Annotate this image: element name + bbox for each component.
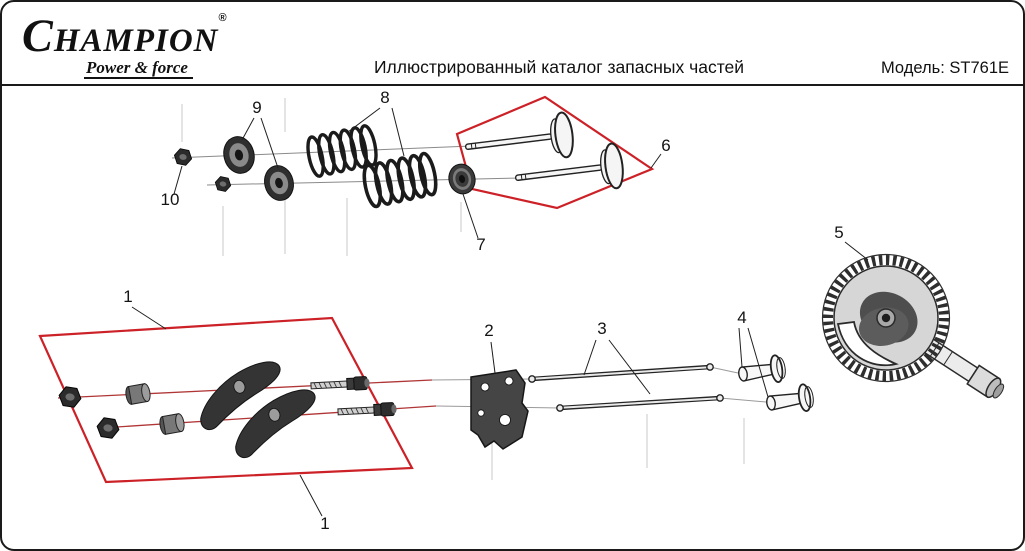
spring-retainer-lower bbox=[260, 162, 298, 204]
camshaft-shaft bbox=[917, 334, 1005, 399]
callout-4: 4 bbox=[737, 308, 746, 327]
camshaft bbox=[821, 253, 1005, 399]
callout-1-top: 1 bbox=[123, 287, 132, 306]
callout-1-bottom: 1 bbox=[320, 514, 329, 533]
push-rod-upper bbox=[528, 363, 714, 383]
catalog-title: Иллюстрированный каталог запасных частей bbox=[373, 57, 745, 77]
brand-name: CHAMPION bbox=[22, 9, 219, 61]
callout-10: 10 bbox=[161, 190, 180, 209]
rocker-stud-lower bbox=[337, 401, 398, 419]
brand-line: CHAMPION® bbox=[22, 9, 287, 61]
rocker-jam-nut-lower bbox=[95, 416, 121, 440]
tappet-lower bbox=[763, 382, 816, 418]
axis-line-tappet-lower bbox=[719, 397, 767, 403]
valve-lock-nut bbox=[172, 147, 194, 167]
registered-mark-icon: ® bbox=[218, 11, 227, 24]
callout-9: 9 bbox=[252, 98, 261, 117]
header: CHAMPION® Power & force Иллюстрированный… bbox=[2, 2, 1023, 86]
callout-labels: 1 1 2 3 4 5 6 7 8 9 10 bbox=[123, 88, 843, 533]
valve-stem-seal bbox=[448, 163, 476, 195]
callout-3: 3 bbox=[597, 319, 606, 338]
rocker-pivot-upper bbox=[124, 382, 152, 406]
callout-2: 2 bbox=[484, 321, 493, 340]
valve-lock-nut-2 bbox=[213, 175, 233, 193]
brand-logo: CHAMPION® Power & force bbox=[22, 9, 287, 80]
callout-8: 8 bbox=[380, 88, 389, 107]
callout-leaders bbox=[131, 107, 869, 517]
exploded-parts-diagram: 1 1 2 3 4 5 6 7 8 9 10 bbox=[38, 88, 1005, 533]
group-outline-valves bbox=[455, 95, 655, 210]
group-outline-rocker-kit bbox=[38, 316, 414, 484]
brand-tagline: Power & force bbox=[84, 59, 193, 79]
callout-5: 5 bbox=[834, 223, 843, 242]
valve-spring-upper bbox=[303, 122, 381, 180]
callout-6: 6 bbox=[661, 136, 670, 155]
valve-intake bbox=[461, 110, 577, 171]
camshaft-gear bbox=[821, 253, 951, 383]
rocker-jam-nut-upper bbox=[57, 385, 83, 409]
tappet-upper bbox=[735, 353, 788, 389]
spring-retainer-upper bbox=[219, 132, 259, 178]
push-rod-lower bbox=[556, 394, 724, 412]
rocker-stud-upper bbox=[310, 375, 371, 393]
axis-line-tappet-upper bbox=[709, 366, 739, 374]
pushrod-guide-plate bbox=[470, 369, 529, 450]
rocker-pivot-lower bbox=[158, 412, 186, 436]
model-label: Модель: ST761E bbox=[880, 59, 1009, 77]
callout-7: 7 bbox=[476, 235, 485, 254]
